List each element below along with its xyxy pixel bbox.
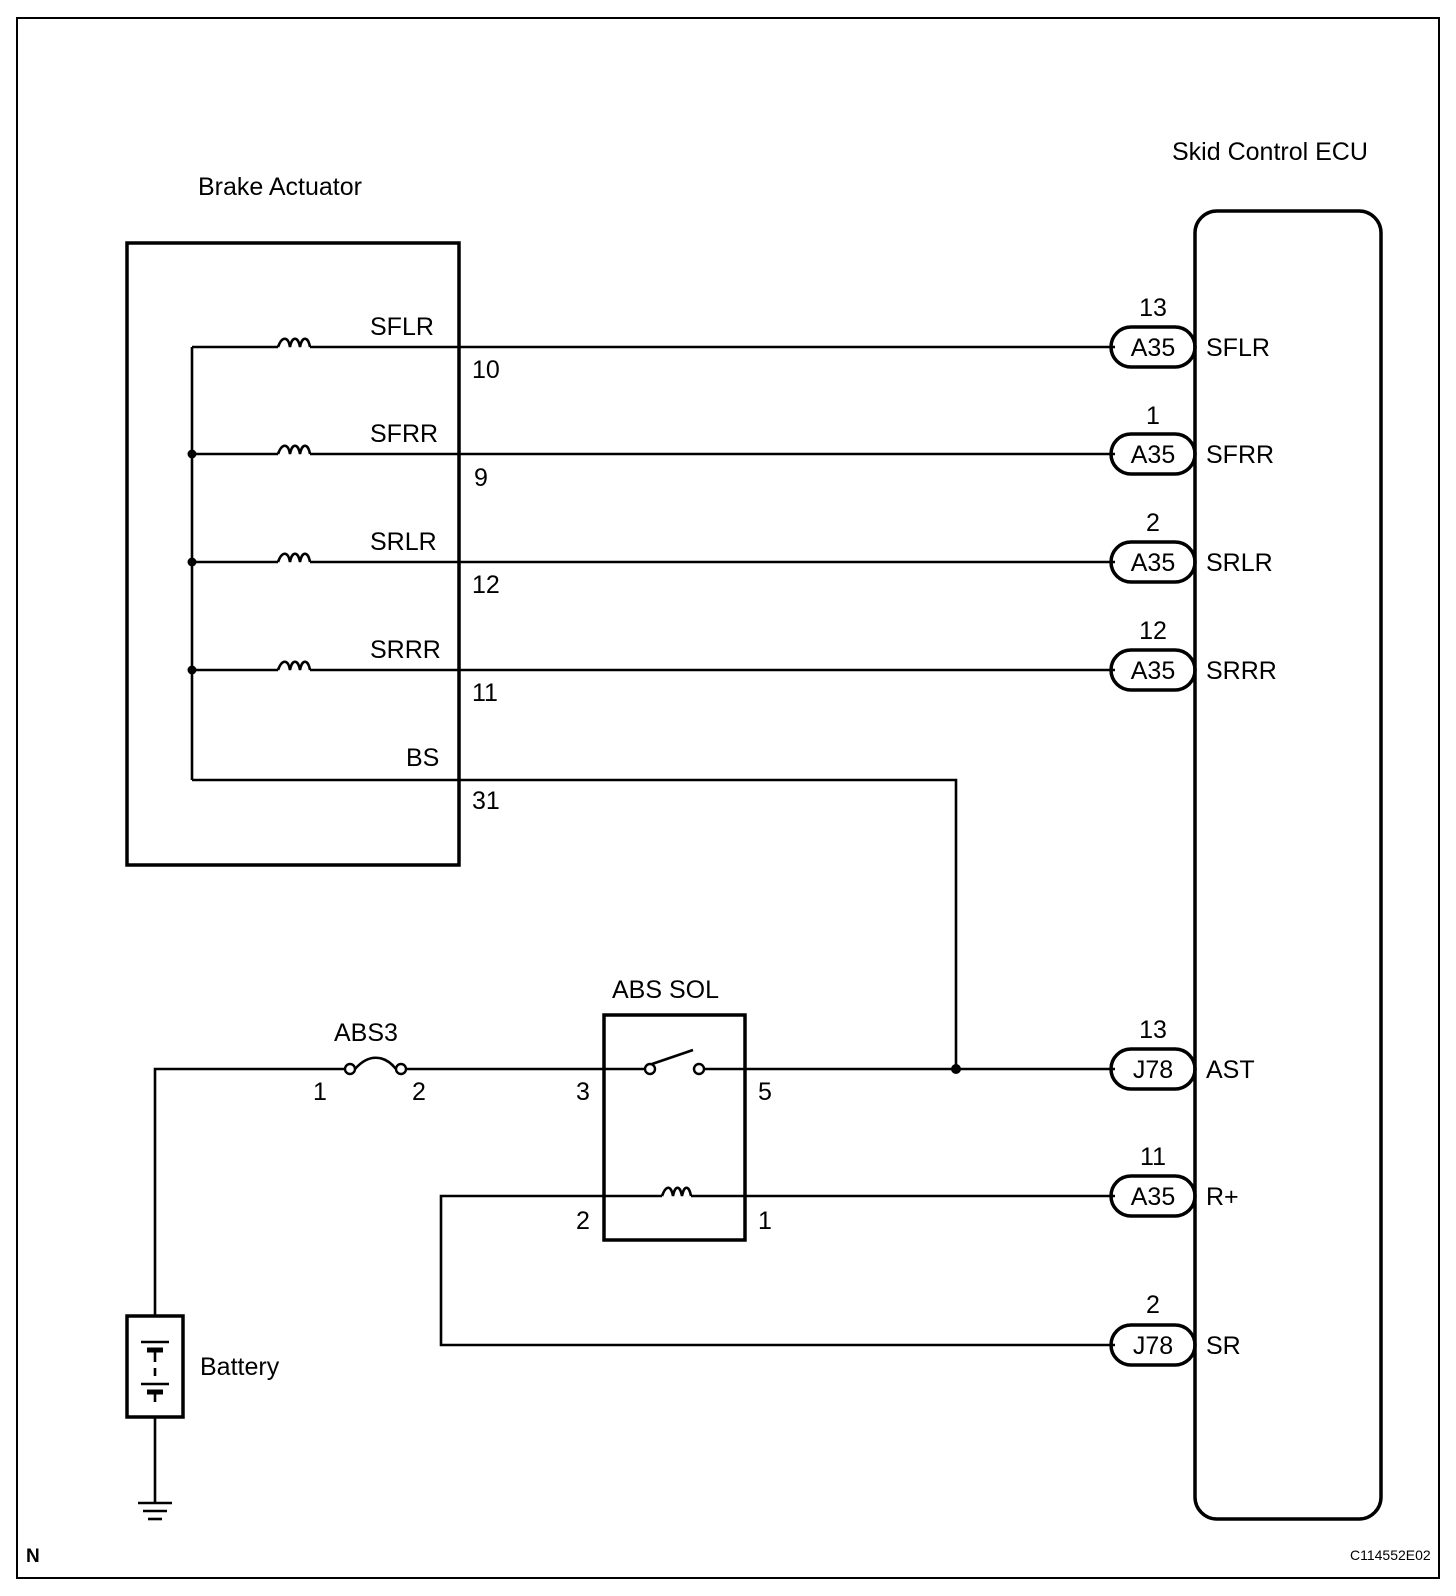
brake-actuator-label: Brake Actuator — [198, 173, 362, 201]
signal-label: SFRR — [370, 420, 438, 448]
ecu-terminal-name: SFRR — [1206, 441, 1274, 469]
fuse-terminal — [394, 1062, 408, 1076]
ecu-terminal-sflr: A35 13 SFLR — [1109, 294, 1270, 369]
connector-pill — [1109, 432, 1197, 476]
relay-switch-blade-icon — [651, 1048, 694, 1066]
ecu-terminal-ast: J78 13 AST — [1109, 1016, 1255, 1091]
ecu-terminal-name: SR — [1206, 1332, 1241, 1360]
battery-icon — [125, 1314, 185, 1419]
battery-label: Battery — [200, 1353, 280, 1381]
connector-id: J78 — [1133, 1056, 1173, 1084]
relay-pin: 3 — [576, 1078, 590, 1106]
ecu-pin-number: 13 — [1139, 1016, 1167, 1044]
ecu-terminal-name: SRRR — [1206, 657, 1277, 685]
pin-number: 9 — [474, 464, 488, 492]
connector-id: A35 — [1131, 549, 1175, 577]
ecu-terminal-name: R+ — [1206, 1183, 1239, 1211]
connector-pill — [1109, 325, 1197, 369]
fuse-label: ABS3 — [334, 1019, 398, 1047]
ecu-pin-number: 2 — [1146, 509, 1160, 537]
connector-pill — [1109, 648, 1197, 692]
connector-id: A35 — [1131, 1183, 1175, 1211]
pin-number: 11 — [472, 679, 498, 707]
skid-ecu-box — [1193, 209, 1383, 1521]
ecu-pin-number: 13 — [1139, 294, 1167, 322]
connector-id: J78 — [1133, 1332, 1173, 1360]
relay-pin: 2 — [576, 1207, 590, 1235]
switch-contact — [692, 1062, 706, 1076]
ecu-terminal-name: SRLR — [1206, 549, 1273, 577]
solenoid-coil-icon — [276, 552, 312, 563]
ecu-terminal-srrr: A35 12 SRRR — [1109, 617, 1277, 692]
solenoid-coil-icon — [276, 444, 312, 455]
signal-label: SFLR — [370, 313, 434, 341]
ecu-pin-number: 11 — [1140, 1143, 1166, 1171]
ecu-terminal-sr: J78 2 SR — [1109, 1291, 1241, 1367]
connector-pill — [1109, 540, 1197, 584]
corner-marker: N — [26, 1546, 40, 1567]
ecu-terminal-name: SFLR — [1206, 334, 1270, 362]
junction-dot — [951, 1064, 961, 1074]
fuse-pin: 1 — [313, 1078, 327, 1106]
fuse-pin: 2 — [412, 1078, 426, 1106]
fuse-abs3 — [343, 1056, 408, 1076]
connector-id: A35 — [1131, 657, 1175, 685]
signal-label: BS — [406, 744, 439, 772]
abs-sol-relay-box — [602, 1013, 747, 1242]
connector-id: A35 — [1131, 334, 1175, 362]
wire-sr-coil — [439, 1194, 1115, 1347]
abs-sol-label: ABS SOL — [612, 976, 719, 1004]
wire-battery-feed — [153, 1067, 344, 1316]
fuse-terminal — [343, 1062, 357, 1076]
brake-actuator-box — [125, 241, 461, 867]
figure-code: C114552E02 — [1350, 1547, 1431, 1563]
skid-ecu-label: Skid Control ECU — [1172, 138, 1368, 166]
ecu-pin-number: 12 — [1139, 617, 1167, 645]
ground-icon — [138, 1501, 172, 1521]
wire-bs — [192, 778, 958, 1069]
relay-coil-icon — [660, 1186, 693, 1197]
fuse-link-icon — [354, 1056, 398, 1070]
ecu-pin-number: 1 — [1146, 402, 1160, 430]
pin-number: 12 — [472, 571, 500, 599]
ecu-terminal-name: AST — [1206, 1056, 1255, 1084]
ecu-terminal-srlr: A35 2 SRLR — [1109, 509, 1273, 584]
solenoid-coil-icon — [276, 337, 312, 348]
pin-number: 10 — [472, 356, 500, 384]
pin-number: 31 — [472, 787, 500, 815]
signal-label: SRLR — [370, 528, 437, 556]
ecu-pin-number: 2 — [1146, 1291, 1160, 1319]
relay-pin: 1 — [758, 1207, 772, 1235]
ecu-terminal-rplus: A35 11 R+ — [1109, 1143, 1239, 1218]
switch-contact — [643, 1062, 657, 1076]
ecu-terminal-sfrr: A35 1 SFRR — [1109, 402, 1274, 476]
solenoid-coil-icon — [276, 660, 312, 671]
connector-id: A35 — [1131, 441, 1175, 469]
relay-pin: 5 — [758, 1078, 772, 1106]
signal-label: SRRR — [370, 636, 441, 664]
diagram-frame — [16, 17, 1440, 1579]
